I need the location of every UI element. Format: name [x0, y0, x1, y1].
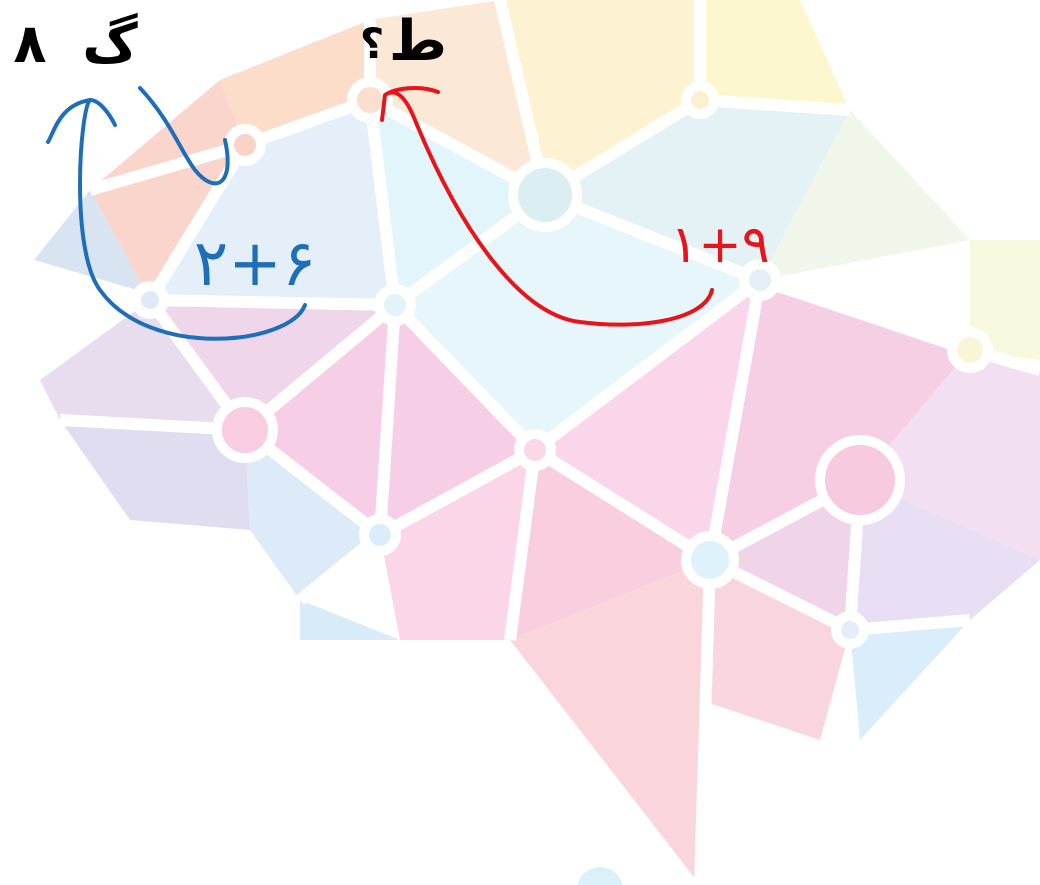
blue-check-stroke [138, 86, 230, 186]
left-number-label: ۸ [14, 12, 47, 75]
left-letter-label: گ [82, 12, 138, 75]
brain-network-icon [28, 0, 1040, 885]
red-arc-arrow [380, 86, 714, 327]
right-letter-label: ط [389, 9, 447, 74]
red-sum-label: ۱+۹ [670, 215, 769, 275]
right-mark-label: ؟ [360, 19, 384, 68]
blue-sum-label: ۲+۶ [194, 227, 316, 301]
blue-arc-arrow [46, 98, 307, 341]
blue-annotation [46, 86, 307, 341]
red-annotation [380, 86, 714, 327]
